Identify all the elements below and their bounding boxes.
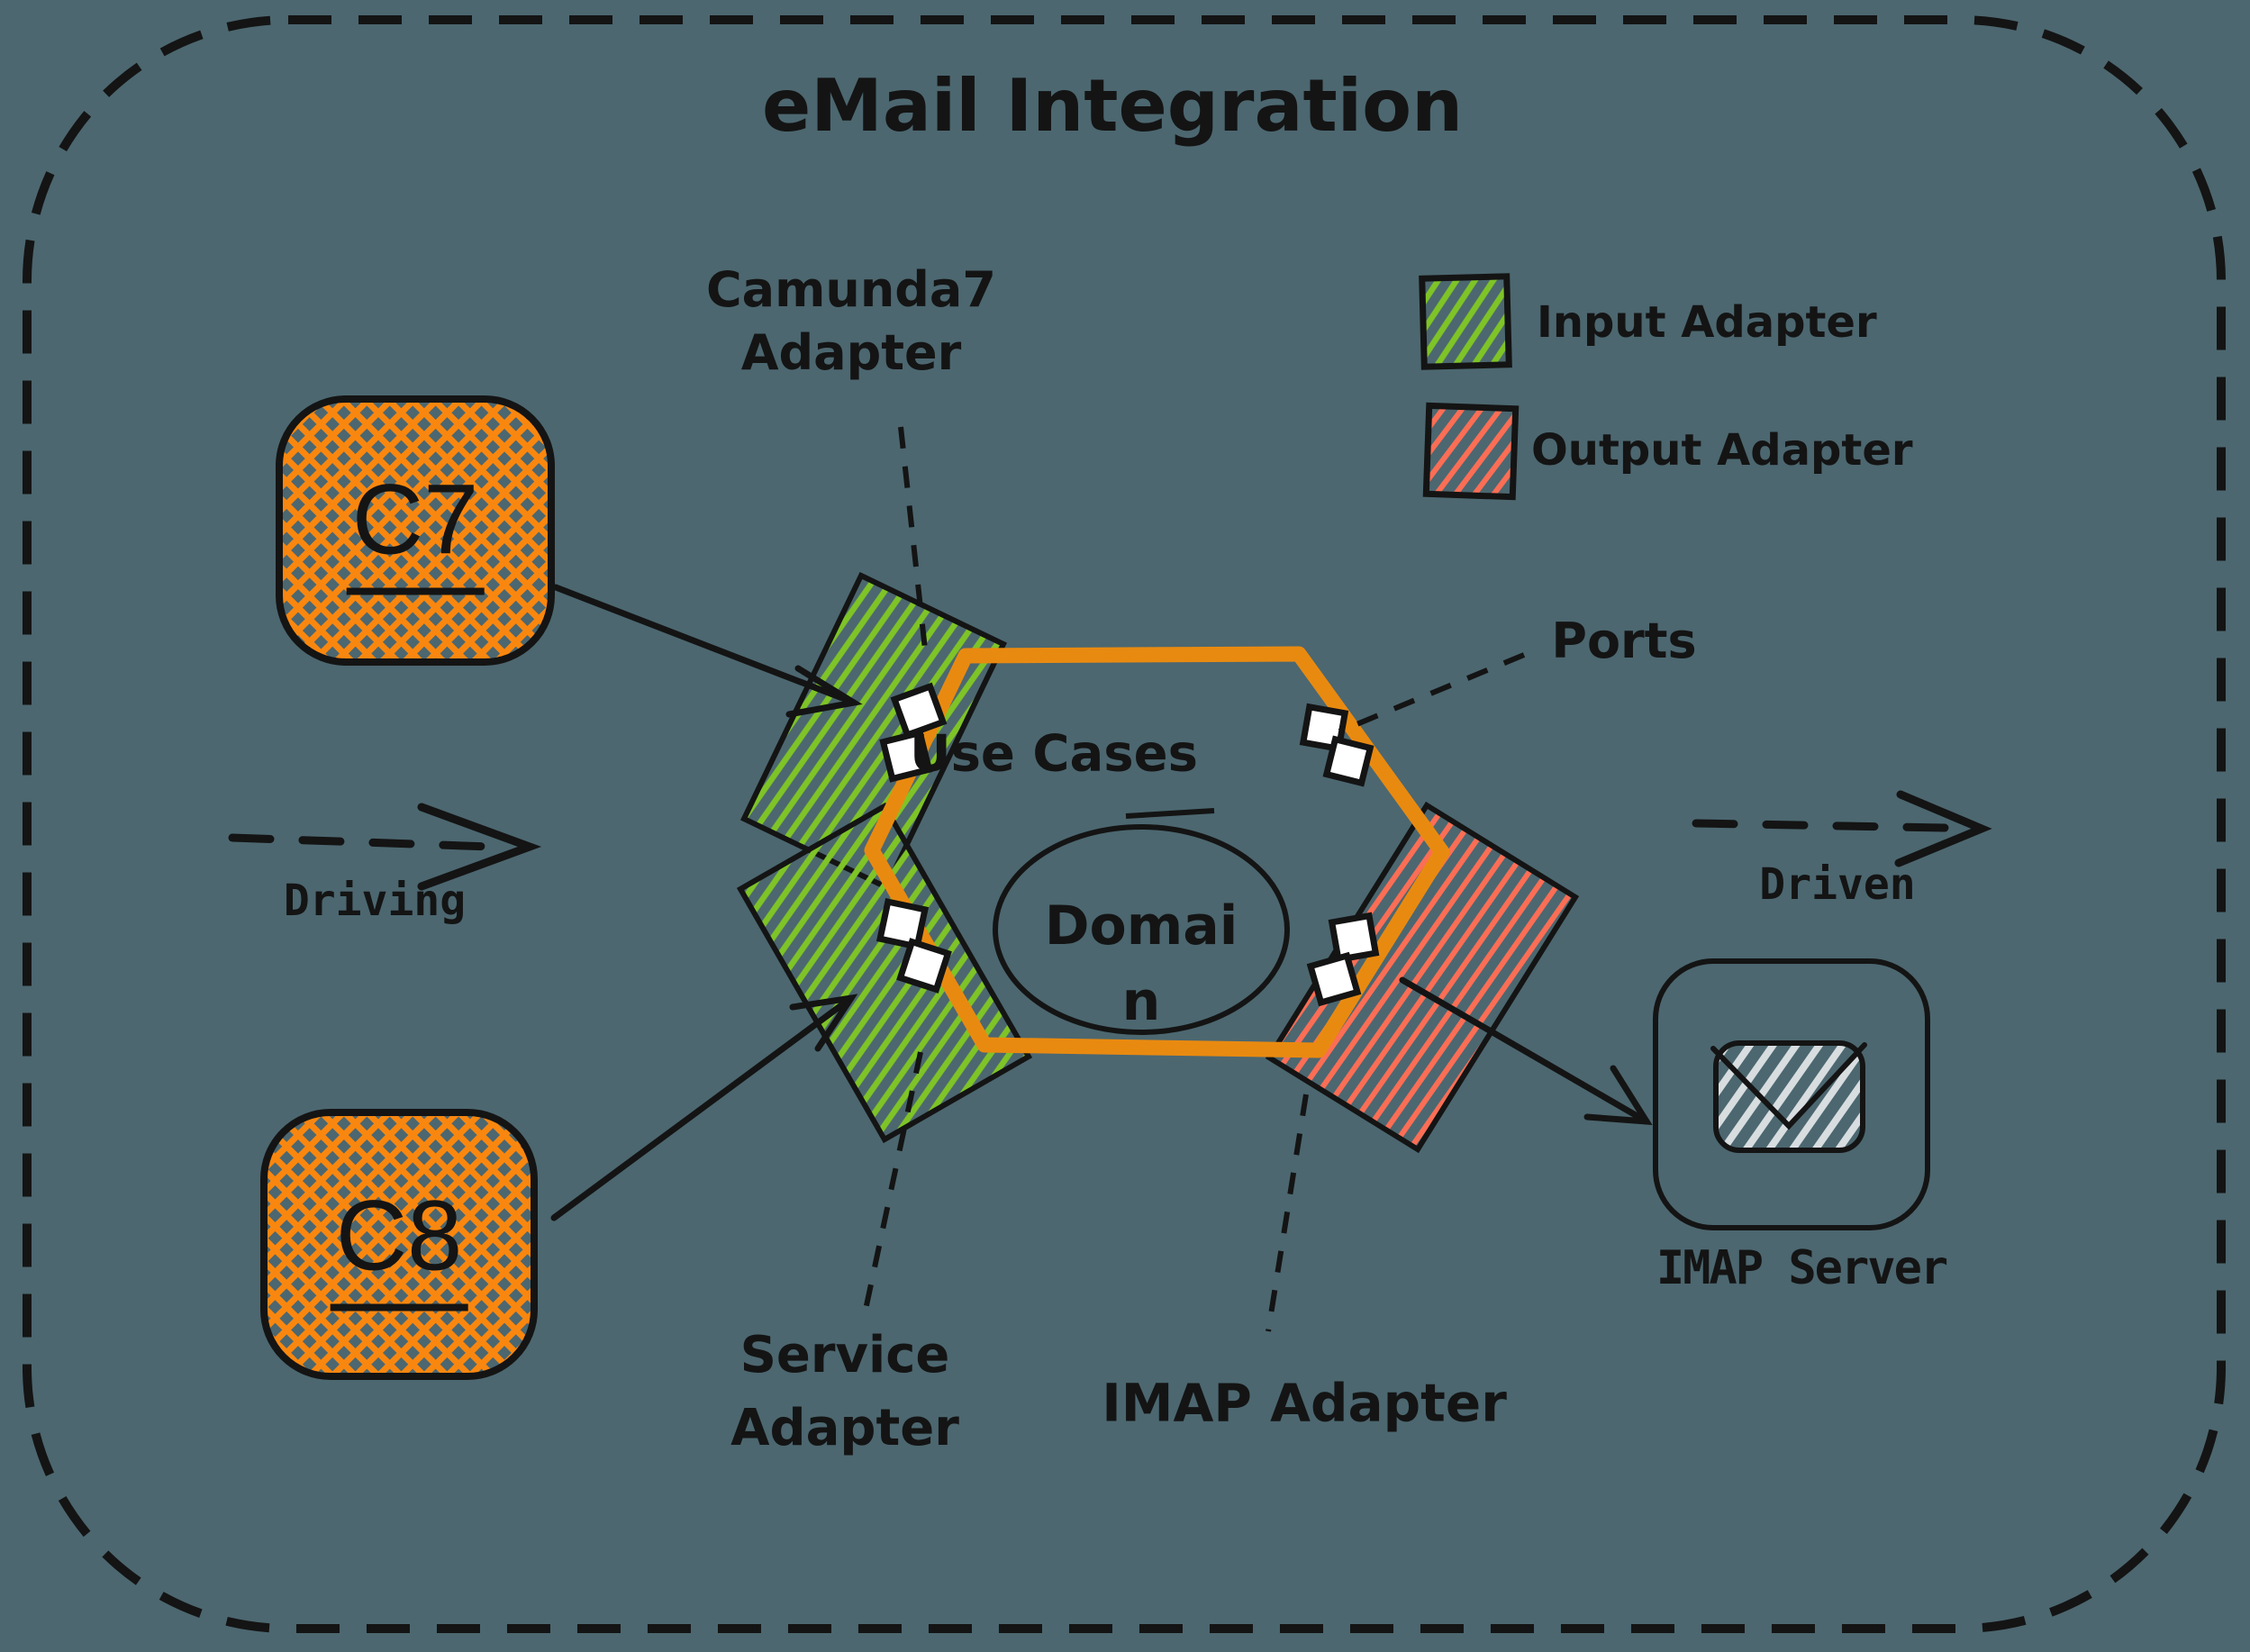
envelope-icon (1710, 1040, 1867, 1153)
driving-label: Driving (283, 875, 467, 926)
service-input-adapter-shape (736, 802, 1033, 1144)
port (1328, 912, 1380, 964)
port (876, 897, 930, 951)
service-adapter-label-line1: Service (739, 1325, 950, 1384)
port (1322, 735, 1374, 787)
c8-node-label-text: C8 (330, 1172, 468, 1312)
domain-label: Domai n (1045, 888, 1238, 1039)
service-label-connector (860, 1051, 923, 1323)
legend-output-adapter-label: Output Adapter (1531, 424, 1913, 476)
legend-output-adapter-swatch (1422, 402, 1520, 501)
ports-label: Ports (1551, 612, 1697, 669)
domain-label-line2: n (1121, 970, 1161, 1033)
hexagon-use-cases (864, 646, 1450, 1058)
imap-label-connector (1266, 1094, 1309, 1332)
camunda7-adapter-label: Camunda7 Adapter (706, 259, 996, 385)
domain-label-line1: Domai (1044, 894, 1238, 958)
imap-server-label: IMAP Server (1656, 1241, 1948, 1296)
ellipse-overshoot-stroke (1125, 808, 1215, 819)
port (896, 938, 952, 994)
imap-adapter-label: IMAP Adapter (1102, 1372, 1507, 1434)
imap-server-box (1653, 958, 1930, 1230)
legend-input-adapter-swatch (1419, 273, 1512, 370)
service-adapter-label-line2: Adapter (730, 1399, 959, 1457)
adapter-to-imap-arrow (1399, 976, 1653, 1126)
c7-node-label: C7 (346, 456, 485, 595)
system-boundary-border (23, 15, 2226, 1633)
camunda7-adapter-label-line2: Adapter (740, 324, 962, 381)
c7-node-label-text: C7 (346, 456, 485, 595)
use-cases-label: Use Cases (910, 724, 1198, 784)
c8-to-adapter-arrow (550, 994, 858, 1221)
port (890, 682, 948, 740)
c7-node-box (276, 395, 555, 666)
c7-to-adapter-arrow (552, 584, 863, 718)
driving-arrow (228, 803, 542, 891)
c8-node-label: C8 (330, 1172, 468, 1312)
service-adapter-label: Service Adapter (730, 1319, 959, 1465)
domain-ellipse (993, 824, 1290, 1035)
driven-label: Driven (1759, 858, 1916, 910)
ports-label-connector (1338, 652, 1526, 734)
diagram-title: eMail Integration (761, 64, 1464, 148)
port (1306, 951, 1362, 1007)
port (879, 729, 933, 783)
camunda7-adapter-label-line1: Camunda7 (706, 260, 996, 318)
legend-input-adapter-label: Input Adapter (1537, 296, 1877, 348)
driven-arrow (1692, 790, 1992, 867)
